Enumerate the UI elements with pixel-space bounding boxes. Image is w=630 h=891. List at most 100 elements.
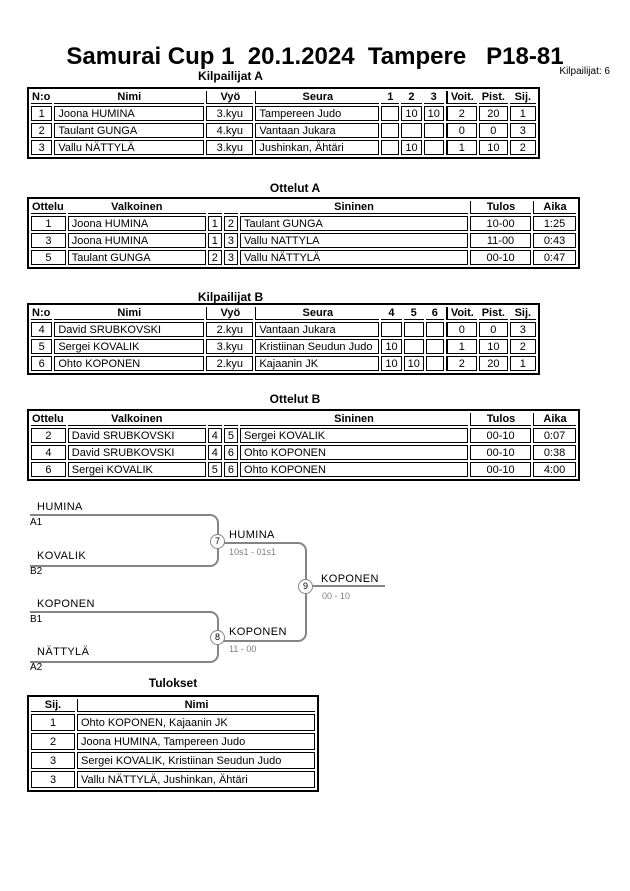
col-header-vyo: Vyö (206, 307, 254, 320)
bracket-seed-name: KOPONEN (37, 598, 95, 610)
cell (381, 322, 402, 337)
bracket-seed-code: A2 (30, 662, 43, 673)
cell: 2 (509, 339, 536, 354)
cell: Kristiinan Seudun Judo (255, 339, 380, 354)
cell: Joona HUMINA (54, 106, 205, 121)
cell: 10-00 (470, 216, 532, 231)
section-label-kilpailijat-b: Kilpailijat B (197, 290, 264, 304)
bracket-winner-name: KOPONEN (321, 573, 379, 585)
header-row: Ottelu Valkoinen Sininen Tulos Aika (31, 201, 577, 214)
cell (381, 106, 400, 121)
cell: Kajaanin JK (255, 356, 380, 371)
cell: 4 (207, 428, 222, 443)
cell (425, 322, 444, 337)
cell: 0:38 (533, 445, 577, 460)
col-header-match4: 4 (381, 307, 402, 320)
cell: 3.kyu (206, 339, 254, 354)
cell: 20 (478, 106, 508, 121)
cell: 5 (31, 250, 66, 265)
col-header-match2: 2 (401, 91, 422, 104)
table-row: 1 Joona HUMINA 1 2 Taulant GUNGA 10-00 1… (31, 216, 577, 231)
cell: 1 (207, 216, 222, 231)
cell: 3 (509, 322, 536, 337)
cell: 1 (509, 356, 536, 371)
cell: 3 (223, 250, 239, 265)
col-header-valkoinen: Valkoinen (67, 413, 206, 426)
cell: Sergei KOVALIK, Kristiinan Seudun Judo (77, 752, 315, 769)
kilpailijat-b-table: N:o Nimi Vyö Seura 4 5 6 Voit. Pist. Sij… (27, 303, 540, 375)
cell (401, 123, 422, 138)
bracket-seed-name: KOVALIK (37, 550, 87, 562)
cell: Joona HUMINA (67, 233, 206, 248)
col-header-aika: Aika (533, 413, 577, 426)
cell: 2 (207, 250, 222, 265)
cell: 10 (401, 106, 422, 121)
cell: Ohto KOPONEN (240, 445, 469, 460)
bracket-pair-line (30, 514, 219, 567)
cell: 4.kyu (206, 123, 254, 138)
header-row: Ottelu Valkoinen Sininen Tulos Aika (31, 413, 577, 426)
col-header-sij: Sij. (509, 307, 536, 320)
table-row: 1 Joona HUMINA 3.kyu Tampereen Judo 10 1… (31, 106, 536, 121)
bracket-winner-name: KOPONEN (229, 626, 287, 638)
cell: 3 (31, 771, 75, 788)
cell (403, 339, 424, 354)
cell: 2.kyu (206, 356, 254, 371)
table-row: 2 David SRUBKOVSKI 4 5 Sergei KOVALIK 00… (31, 428, 577, 443)
col-header-tulos: Tulos (470, 413, 532, 426)
cell: Taulant GUNGA (240, 216, 469, 231)
col-header-tulos: Tulos (470, 201, 532, 214)
cell: Sergei KOVALIK (54, 339, 205, 354)
cell: 3 (31, 752, 75, 769)
cell (381, 140, 400, 155)
cell: 10 (401, 140, 422, 155)
cell: 1 (31, 106, 53, 121)
cell: 10 (403, 356, 424, 371)
cell: 3 (223, 233, 239, 248)
cell: 10 (423, 106, 444, 121)
ottelut-a-table: Ottelu Valkoinen Sininen Tulos Aika 1 Jo… (27, 197, 581, 269)
cell: 00-10 (470, 462, 532, 477)
cell: 00-10 (470, 445, 532, 460)
cell (425, 356, 444, 371)
col-header-voit: Voit. (445, 91, 477, 104)
cell: 2 (445, 356, 477, 371)
col-header-match1: 1 (381, 91, 400, 104)
cell: Vantaan Jukara (255, 123, 380, 138)
cell: 10 (381, 339, 402, 354)
cell: 3 (31, 233, 66, 248)
table-row: 4 David SRUBKOVSKI 2.kyu Vantaan Jukara … (31, 322, 536, 337)
col-header-n2 (223, 201, 239, 214)
col-header-voit: Voit. (445, 307, 477, 320)
cell (423, 140, 444, 155)
bracket-seed-code: B2 (30, 566, 43, 577)
cell: 0 (445, 322, 477, 337)
cell: Ohto KOPONEN (54, 356, 205, 371)
cell: 0:43 (533, 233, 577, 248)
cell: Taulant GUNGA (54, 123, 205, 138)
table-row: 3 Sergei KOVALIK, Kristiinan Seudun Judo (31, 752, 315, 769)
header-row: N:o Nimi Vyö Seura 1 2 3 Voit. Pist. Sij… (31, 91, 536, 104)
cell: 6 (223, 462, 239, 477)
cell: 1 (445, 339, 477, 354)
cell: 00-10 (470, 250, 532, 265)
bracket-connector-line (217, 591, 307, 642)
bracket-match-number: 9 (298, 579, 313, 594)
cell: 5 (31, 339, 53, 354)
bracket-final-line (305, 585, 385, 587)
cell: 4:00 (533, 462, 577, 477)
cell (403, 322, 424, 337)
ottelut-b-table: Ottelu Valkoinen Sininen Tulos Aika 2 Da… (27, 409, 581, 481)
cell (381, 123, 400, 138)
section-label-ottelut-a: Ottelut A (269, 181, 321, 195)
col-header-sininen: Sininen (240, 201, 469, 214)
col-header-n2 (223, 413, 239, 426)
cell: 1 (31, 714, 75, 731)
col-header-vyo: Vyö (206, 91, 254, 104)
cell: 6 (223, 445, 239, 460)
cell: 0:07 (533, 428, 577, 443)
cell: 00-10 (470, 428, 532, 443)
table-row: 6 Sergei KOVALIK 5 6 Ohto KOPONEN 00-10 … (31, 462, 577, 477)
bracket-winner-name: HUMINA (229, 529, 275, 541)
